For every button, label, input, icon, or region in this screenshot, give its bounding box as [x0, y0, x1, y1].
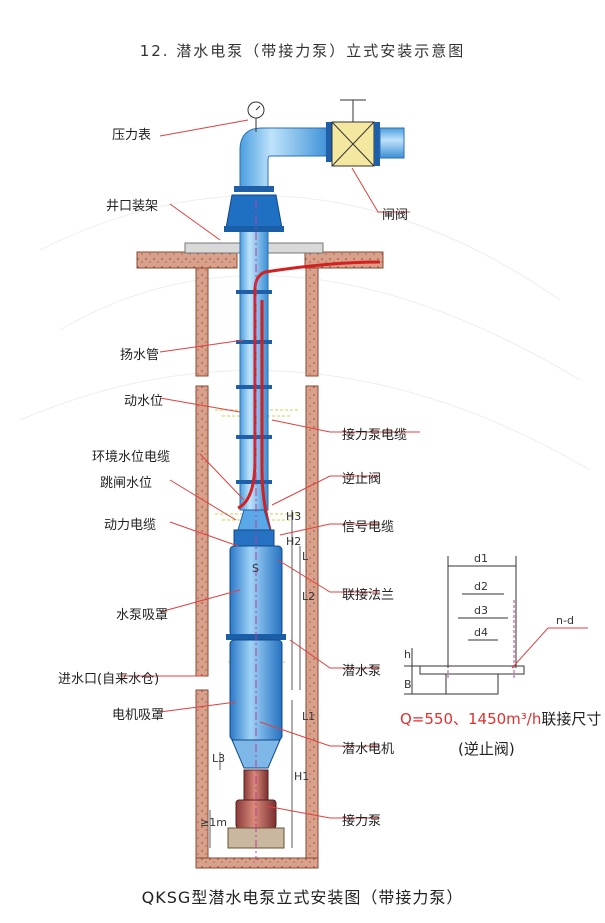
- wellhead-frame: [224, 194, 284, 232]
- label-signal-cable: 信号电缆: [342, 520, 395, 535]
- side-h: h: [404, 648, 411, 661]
- label-wellhead-frame: 井口装架: [106, 199, 159, 214]
- top-elbow: [234, 122, 332, 192]
- spec-flow: Q=550、1450m³/h: [400, 710, 542, 728]
- label-inlet: 进水口(自来水仓): [58, 672, 160, 687]
- label-dynamic-level: 动水位: [124, 394, 164, 409]
- dimension-lines: [209, 510, 301, 848]
- label-connect-flange: 联接法兰: [342, 588, 395, 603]
- label-trip-level: 跳闸水位: [100, 476, 153, 491]
- side-b: B: [404, 678, 412, 691]
- dim-h3: H3: [286, 510, 301, 523]
- check-valve: [233, 509, 275, 547]
- label-motor-hood: 电机吸罩: [112, 708, 165, 723]
- label-sub-motor: 潜水电机: [342, 742, 395, 757]
- gate-valve: [331, 99, 405, 167]
- flange-d3: d3: [474, 604, 488, 617]
- diagram-caption: QKSG型潜水电泵立式安装图（带接力泵）: [141, 888, 464, 907]
- flange-nd: n-d: [556, 614, 574, 627]
- dim-s: S: [252, 562, 259, 575]
- dim-1m: ≥1m: [200, 816, 227, 829]
- dim-l1: L1: [302, 710, 315, 723]
- well-walls: [195, 267, 319, 869]
- label-riser-pipe: 扬水管: [120, 348, 160, 363]
- flange-d2: d2: [474, 580, 488, 593]
- label-env-level-cable: 环境水位电缆: [92, 450, 171, 465]
- flange-detail: d1 d2 d3 d4 h B n-d: [404, 552, 588, 695]
- dim-l3: L3: [212, 752, 225, 765]
- spec-line: Q=550、1450m³/h联接尺寸: [400, 708, 601, 729]
- diagram-title: 12. 潜水电泵（带接力泵）立式安装示意图: [139, 42, 466, 60]
- flange-d1: d1: [474, 552, 488, 565]
- pressure-gauge: [247, 101, 265, 132]
- label-check-valve: 逆止阀: [342, 472, 382, 487]
- label-power-cable: 动力电缆: [104, 518, 157, 533]
- background-arcs: [19, 195, 591, 471]
- label-pressure-gauge: 压力表: [112, 128, 152, 143]
- label-booster-cable: 接力泵电缆: [342, 428, 408, 443]
- spec-connect: 联接尺寸: [541, 710, 602, 728]
- flange-d4: d4: [474, 626, 488, 639]
- dim-l: L: [302, 550, 309, 563]
- dim-l2: L2: [302, 590, 315, 603]
- label-gate-valve: 闸阀: [382, 208, 409, 223]
- label-booster-pump: 接力泵: [342, 814, 382, 829]
- dim-h1: H1: [294, 770, 309, 783]
- label-sub-pump: 潜水泵: [342, 664, 382, 679]
- label-pump-hood: 水泵吸罩: [116, 608, 169, 623]
- spec-sub: (逆止阀): [458, 740, 515, 758]
- dim-h2: H2: [286, 535, 301, 548]
- leader-lines: [120, 119, 420, 819]
